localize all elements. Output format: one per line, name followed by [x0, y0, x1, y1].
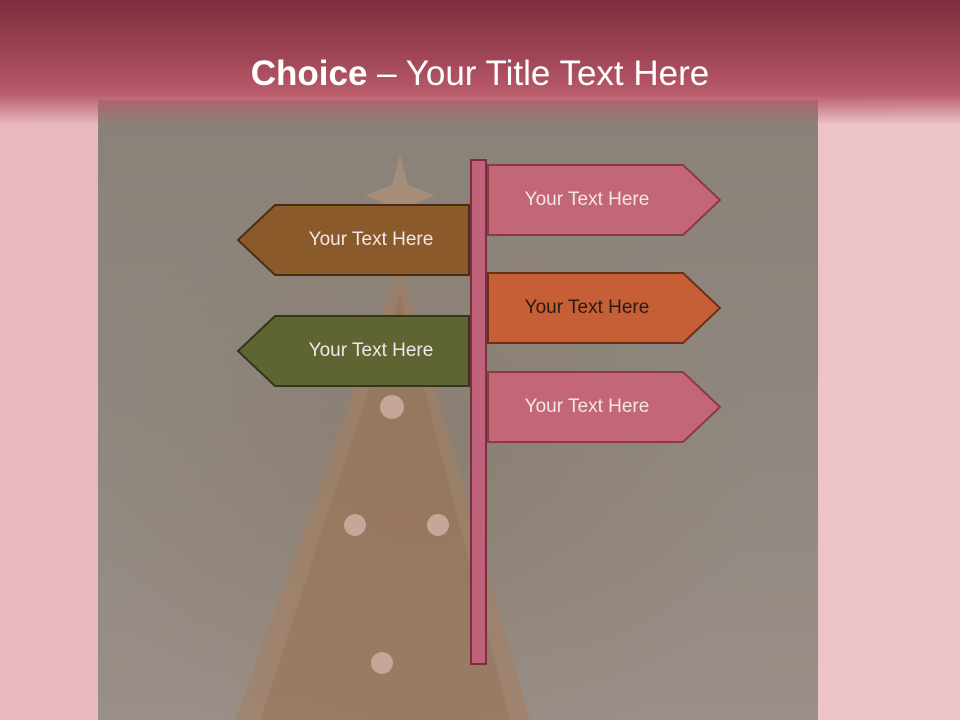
sign-shape [236, 315, 470, 387]
title-rest: Your Title Text Here [405, 54, 710, 93]
sign-shape [487, 272, 722, 344]
christmas-tree-decoration [235, 155, 530, 720]
sign-label: Your Text Here [308, 229, 434, 250]
sign-shape [236, 204, 470, 276]
sign-label: Your Text Here [524, 189, 650, 210]
sign-label: Your Text Here [308, 340, 434, 361]
title-dash: – [367, 54, 406, 93]
title-bold: Choice [250, 54, 368, 93]
sign-shape [487, 164, 722, 236]
signpost-pole [470, 159, 487, 665]
slide-title[interactable]: Choice – Your Title Text Here [0, 52, 960, 96]
sign-right-1[interactable]: Your Text Here [487, 164, 723, 236]
sign-left-2[interactable]: Your Text Here [235, 315, 471, 387]
sign-right-2[interactable]: Your Text Here [487, 272, 723, 344]
sign-left-1[interactable]: Your Text Here [235, 204, 471, 276]
title-bar [0, 0, 960, 125]
sign-shape [487, 371, 722, 443]
sign-label: Your Text Here [524, 396, 650, 417]
sign-right-3[interactable]: Your Text Here [487, 371, 723, 443]
sign-label: Your Text Here [524, 297, 650, 318]
